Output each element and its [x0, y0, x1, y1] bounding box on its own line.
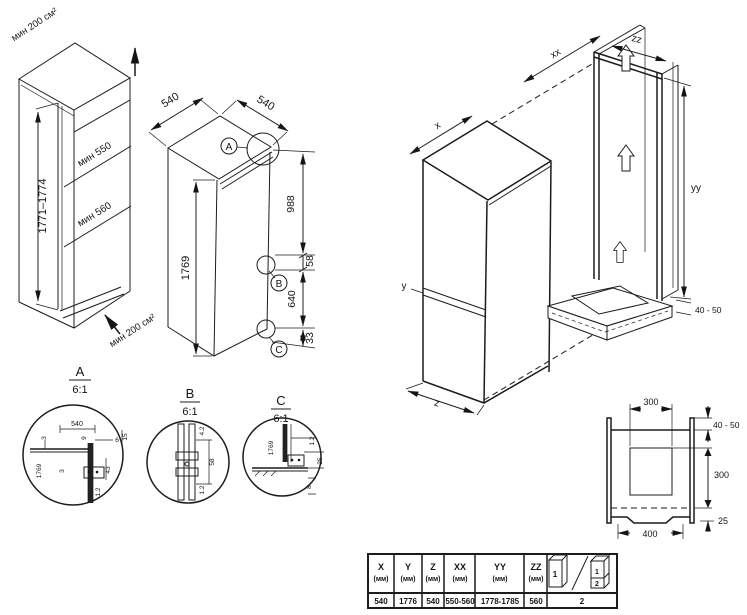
col-xx-unit: (мм): [452, 576, 467, 583]
value-doors: 2: [580, 597, 585, 606]
vent-height-label: 300: [714, 470, 729, 480]
detail-a-6: 6: [115, 437, 119, 444]
value-y: 1776: [399, 597, 417, 606]
callout-b: B: [276, 279, 283, 290]
detail-a-540: 540: [71, 421, 83, 428]
height-1769-label: 1769: [180, 256, 192, 280]
hinge-a-circle: [246, 132, 280, 166]
detail-b-42: 4.2: [199, 426, 206, 435]
col-y-header: Y: [405, 562, 411, 572]
detail-b-title: B: [186, 386, 195, 401]
lower-640-label: 640: [286, 290, 298, 308]
vent-plinth-label: 25: [718, 516, 728, 526]
upper-988-label: 988: [285, 195, 297, 213]
detail-c-25: 25: [317, 457, 324, 465]
housing-ventilation-figure: мин 200 см² 1771–1774 мин 550 мин 560 ми…: [10, 6, 158, 350]
dim-y-label: y: [402, 281, 407, 292]
vent-top-width-label: 300: [643, 397, 658, 407]
detail-a-scale: 6:1: [72, 384, 87, 396]
hinge-b-circle: [256, 255, 276, 275]
airflow-arrow-icon: [612, 240, 628, 263]
dim-xx-label: xx: [549, 47, 563, 62]
detail-c-scale: 6:1: [273, 413, 288, 425]
detail-b-view: B 6:1 4.2 58 1.2: [146, 386, 230, 504]
bottom-vent-arrow-icon: [104, 314, 121, 335]
col-z-header: Z: [430, 562, 436, 572]
dim-x-label: x: [433, 120, 443, 132]
airflow-arrow-icon: [617, 44, 635, 72]
top-vent-label: мин 200 см²: [10, 6, 60, 44]
dim-z-label: z: [433, 398, 441, 410]
callout-c: C: [275, 345, 282, 356]
single-door-icon: 1: [547, 553, 569, 588]
detail-a-3b: 3: [59, 469, 66, 473]
double-door-bottom-label: 2: [595, 581, 599, 588]
detail-b-58: 58: [209, 458, 216, 466]
value-x: 540: [374, 597, 388, 606]
value-yy: 1778-1785: [481, 597, 520, 606]
col-x-unit: (мм): [373, 576, 388, 583]
detail-a-9: 9: [81, 436, 88, 440]
value-z: 540: [426, 597, 440, 606]
niche-gap-label: 40 - 50: [695, 305, 722, 315]
width-540-label: 540: [159, 91, 181, 111]
col-xx-header: XX: [454, 562, 466, 572]
detail-c-8: 8: [306, 485, 313, 489]
detail-c-1769: 1769: [268, 440, 275, 455]
airflow-arrow-icon: [617, 144, 635, 172]
detail-a-12: 1.2: [95, 487, 102, 496]
dim-zz-label: zz: [630, 33, 643, 46]
appliance-dimensions-figure: 540 540 1769 988 58 640 33 A B C: [148, 91, 316, 358]
detail-a-43: 43: [105, 466, 112, 474]
double-door-icon: 1 2: [589, 554, 611, 589]
min-depth-560-label: мин 560: [76, 200, 114, 229]
detail-b-12: 1.2: [199, 485, 206, 494]
vent-bottom-width-label: 400: [642, 529, 657, 539]
detail-c-view: C 6:1 1769 1.2 25 8: [242, 393, 324, 497]
col-zz-header: ZZ: [531, 562, 542, 572]
double-door-top-label: 1: [595, 569, 599, 576]
detail-c-title: C: [276, 393, 285, 408]
depth-540-label: 540: [255, 94, 277, 114]
detail-a-1769: 1769: [36, 463, 43, 478]
col-y-unit: (мм): [400, 576, 415, 583]
installation-niche-figure: x xx zz yy y z 40 - 50: [402, 24, 722, 416]
col-x-header: X: [378, 562, 384, 572]
dim-yy-label: yy: [691, 183, 701, 194]
col-zz-unit: (мм): [528, 576, 543, 583]
plinth-vent-front-view: 300 40 - 50 300 25 400: [606, 397, 740, 539]
gap-58-label: 58: [304, 255, 316, 267]
housing-height-label: 1771–1774: [37, 178, 49, 233]
detail-b-scale: 6:1: [182, 406, 197, 418]
col-z-unit: (мм): [425, 576, 440, 583]
hinge-c-circle: [256, 319, 276, 339]
callout-a: A: [226, 142, 233, 153]
col-yy-unit: (мм): [492, 576, 507, 583]
min-depth-550-label: мин 550: [76, 140, 114, 169]
value-xx: 550-560: [445, 597, 475, 606]
slash-divider: [571, 555, 589, 591]
detail-a-title: A: [76, 364, 85, 379]
dimensions-table: X (мм) Y (мм) Z (мм) XX (мм) YY (мм) ZZ …: [367, 553, 618, 609]
detail-a-15: 15: [122, 433, 129, 441]
bottom-vent-label: мин 200 см²: [108, 312, 158, 350]
bottom-33-label: 33: [304, 332, 316, 344]
detail-c-12: 1.2: [309, 436, 316, 445]
single-door-label: 1: [553, 570, 558, 579]
value-zz: 560: [529, 597, 543, 606]
col-yy-header: YY: [494, 562, 506, 572]
detail-a-view: A 6:1 540 9 6 15 3 1769 3 43 1.2: [22, 364, 129, 506]
vent-gap-label: 40 - 50: [713, 420, 740, 430]
detail-a-3a: 3: [41, 436, 48, 440]
